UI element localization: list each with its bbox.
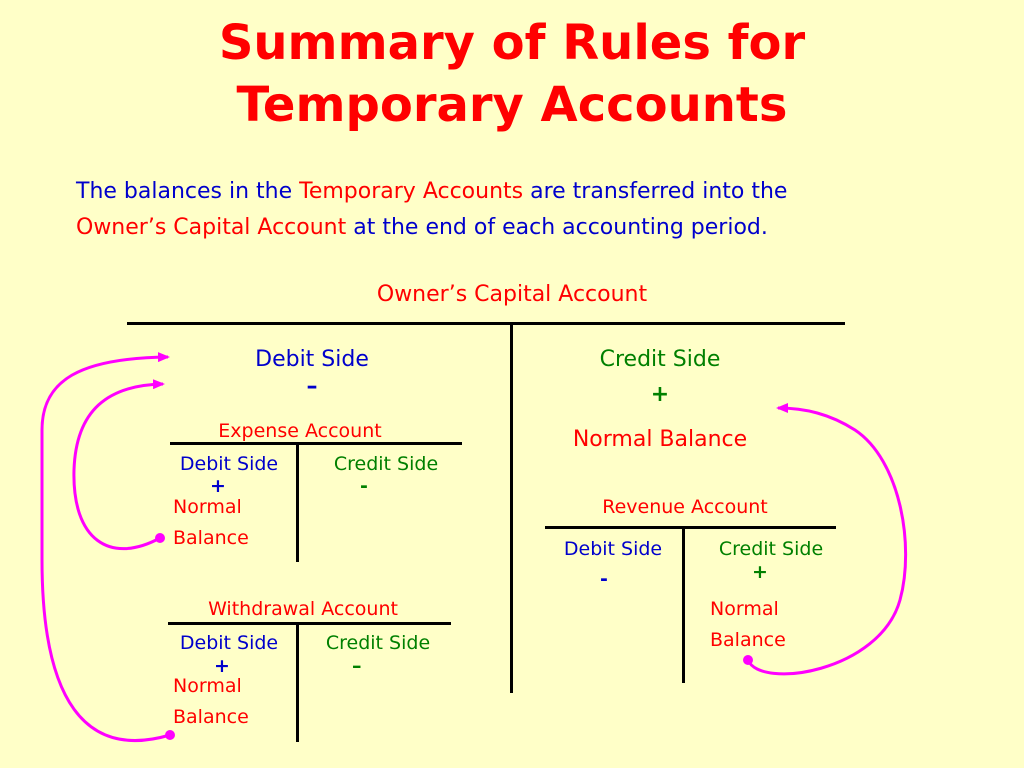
revenue-t-top-line xyxy=(545,526,836,529)
expense-normal-line-1: Normal xyxy=(173,496,242,518)
expense-t-top-line xyxy=(170,442,462,445)
capital-debit-sign: – xyxy=(306,374,318,399)
revenue-credit-sign: + xyxy=(752,561,768,583)
withdrawal-debit-label: Debit Side xyxy=(179,632,279,654)
withdrawal-normal-line-1: Normal xyxy=(173,675,242,697)
withdrawal-debit-sign: + xyxy=(214,655,230,677)
intro-line-1: The balances in the Temporary Accounts a… xyxy=(76,174,787,210)
expense-normal-line-2: Balance xyxy=(173,527,249,549)
slide-title: Summary of Rules for Temporary Accounts xyxy=(0,12,1024,136)
revenue-credit-label: Credit Side xyxy=(718,538,824,560)
withdrawal-t-vertical-line xyxy=(296,625,299,742)
expense-debit-sign: + xyxy=(210,475,226,497)
intro-part-3: are transferred into the xyxy=(523,179,788,204)
revenue-normal-line-1: Normal xyxy=(710,598,779,620)
title-line-1: Summary of Rules for xyxy=(218,15,806,71)
expense-arrow-dot xyxy=(155,533,165,543)
revenue-arrow-dot xyxy=(743,655,753,665)
expense-t-vertical-line xyxy=(296,445,299,562)
revenue-debit-label: Debit Side xyxy=(563,538,663,560)
capital-t-top-line xyxy=(127,322,845,325)
capital-account-title: Owner’s Capital Account xyxy=(376,282,648,307)
withdrawal-t-top-line xyxy=(168,622,451,625)
withdrawal-normal-line-2: Balance xyxy=(173,706,249,728)
withdrawal-to-capital-arrow xyxy=(40,352,171,742)
withdrawal-credit-label: Credit Side xyxy=(325,632,431,654)
revenue-account-title: Revenue Account xyxy=(602,496,768,518)
title-line-2: Temporary Accounts xyxy=(236,77,788,133)
capital-credit-label: Credit Side xyxy=(599,347,721,372)
expense-credit-label: Credit Side xyxy=(333,453,439,475)
capital-debit-label: Debit Side xyxy=(255,347,369,372)
expense-to-capital-arrow xyxy=(72,379,165,551)
revenue-normal-line-2: Balance xyxy=(710,629,786,651)
expense-account-title: Expense Account xyxy=(218,420,382,442)
capital-credit-sign: + xyxy=(650,382,670,407)
expense-credit-sign: - xyxy=(360,475,368,497)
intro-part-5: at the end of each accounting period. xyxy=(346,215,768,240)
intro-line-2: Owner’s Capital Account at the end of ea… xyxy=(76,210,787,246)
intro-part-1: The balances in the xyxy=(76,179,300,204)
withdrawal-arrow-dot xyxy=(165,730,175,740)
intro-temporary-accounts: Temporary Accounts xyxy=(299,179,524,204)
withdrawal-account-title: Withdrawal Account xyxy=(208,598,398,620)
capital-normal-balance: Normal Balance xyxy=(572,427,748,452)
capital-t-vertical-line xyxy=(510,325,513,693)
withdrawal-credit-sign: – xyxy=(352,655,362,677)
intro-text: The balances in the Temporary Accounts a… xyxy=(76,174,787,246)
expense-debit-label: Debit Side xyxy=(179,453,279,475)
revenue-t-vertical-line xyxy=(682,529,685,683)
revenue-debit-sign: - xyxy=(600,568,608,590)
intro-owners-capital: Owner’s Capital Account xyxy=(76,215,347,240)
